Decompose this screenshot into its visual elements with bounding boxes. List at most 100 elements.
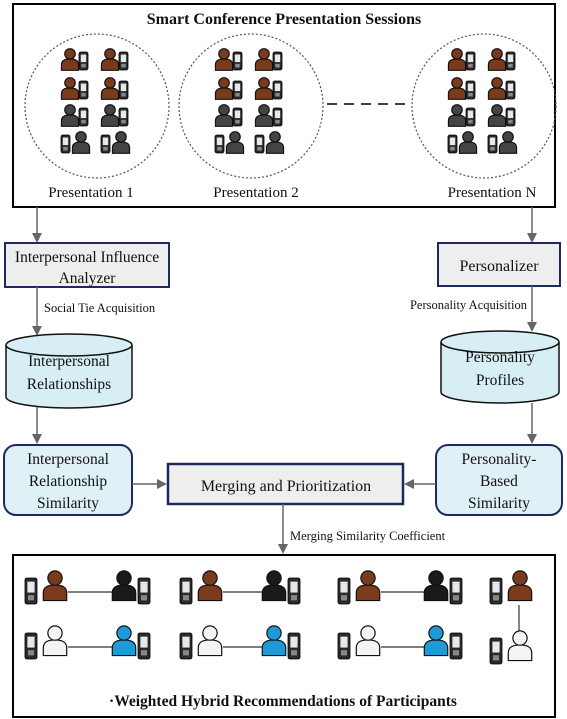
analyzer-label-line-1: Interpersonal Influence xyxy=(15,249,159,266)
person-icon xyxy=(355,625,381,657)
person-icon xyxy=(423,625,449,657)
mobile-device-icon xyxy=(137,632,151,660)
mobile-device-icon xyxy=(232,107,243,127)
mobile-device-icon xyxy=(137,577,151,605)
person-icon xyxy=(265,131,285,154)
mobile-device-icon xyxy=(24,577,38,605)
person-icon xyxy=(261,625,287,657)
person-icon xyxy=(447,77,467,100)
mobile-device-icon xyxy=(232,51,243,71)
person-icon xyxy=(487,77,507,100)
person-icon xyxy=(60,48,80,71)
person-icon xyxy=(487,104,507,127)
personalizer-box xyxy=(437,242,561,287)
mobile-device-icon xyxy=(449,632,463,660)
person-icon xyxy=(100,104,120,127)
recommendation-links xyxy=(68,591,520,648)
sessions-title: Smart Conference Presentation Sessions xyxy=(147,11,422,28)
profiles-store-line-1: Personality xyxy=(465,349,535,366)
person-icon xyxy=(111,570,137,602)
person-icon xyxy=(254,104,274,127)
analyzer-label-line-2: Analyzer xyxy=(59,270,117,287)
presentation-1-cluster xyxy=(24,33,170,179)
mobile-device-icon xyxy=(179,632,193,660)
person-icon xyxy=(111,625,137,657)
mobile-device-icon xyxy=(287,632,301,660)
personality-acquisition-label: Personality Acquisition xyxy=(410,298,528,312)
social-tie-acquisition-label: Social Tie Acquisition xyxy=(44,301,156,315)
mobile-device-icon xyxy=(118,51,129,71)
person-icon xyxy=(487,48,507,71)
person-icon xyxy=(111,131,131,154)
person-icon xyxy=(197,570,223,602)
person-icon xyxy=(214,77,234,100)
mobile-device-icon xyxy=(489,637,503,665)
person-icon xyxy=(254,48,274,71)
mobile-device-icon xyxy=(505,51,516,71)
mobile-device-icon xyxy=(337,577,351,605)
relationships-store-line-1: Interpersonal xyxy=(28,353,110,370)
mobile-device-icon xyxy=(118,107,129,127)
person-icon xyxy=(423,570,449,602)
person-icon xyxy=(507,630,533,662)
personality-similarity-line-2: Based xyxy=(480,473,518,490)
profiles-store-line-2: Profiles xyxy=(476,372,524,389)
relationship-similarity-line-2: Relationship xyxy=(29,473,108,490)
personalizer-label: Personalizer xyxy=(459,258,539,275)
mobile-device-icon xyxy=(24,632,38,660)
person-icon xyxy=(42,625,68,657)
personality-profiles-store xyxy=(440,330,560,404)
person-icon xyxy=(214,48,234,71)
mobile-device-icon xyxy=(489,577,503,605)
person-icon xyxy=(197,625,223,657)
presentation-2-label: Presentation 2 xyxy=(213,185,298,201)
person-icon xyxy=(60,104,80,127)
relationship-similarity-line-1: Interpersonal xyxy=(27,451,109,468)
mobile-device-icon xyxy=(179,577,193,605)
mobile-device-icon xyxy=(505,80,516,100)
mobile-device-icon xyxy=(465,107,476,127)
mobile-device-icon xyxy=(232,80,243,100)
merging-and-prioritization-box xyxy=(166,462,405,506)
mobile-device-icon xyxy=(78,80,89,100)
merging-similarity-coefficient-label: Merging Similarity Coefficient xyxy=(290,529,446,543)
sessions-frame xyxy=(12,3,556,208)
merging-label: Merging and Prioritization xyxy=(201,478,371,495)
person-icon xyxy=(225,131,245,154)
person-icon xyxy=(261,570,287,602)
mobile-device-icon xyxy=(118,80,129,100)
mobile-device-icon xyxy=(505,107,516,127)
mobile-device-icon xyxy=(449,577,463,605)
person-icon xyxy=(100,48,120,71)
person-icon xyxy=(507,570,533,602)
presentation-1-label: Presentation 1 xyxy=(48,185,133,201)
person-icon xyxy=(254,77,274,100)
personality-similarity-line-3: Similarity xyxy=(468,495,530,512)
person-icon xyxy=(100,77,120,100)
mobile-device-icon xyxy=(254,134,265,154)
personality-similarity-line-1: Personality- xyxy=(462,451,537,468)
presentation-1-participants xyxy=(60,48,131,154)
interpersonal-relationship-similarity-box xyxy=(3,444,133,516)
interpersonal-relationships-store xyxy=(5,333,133,409)
person-icon xyxy=(60,77,80,100)
person-icon xyxy=(42,570,68,602)
mobile-device-icon xyxy=(487,134,498,154)
presentation-2-participants xyxy=(214,48,285,154)
mobile-device-icon xyxy=(100,134,111,154)
recommended-participants xyxy=(24,570,533,665)
recommendations-frame xyxy=(12,554,556,718)
person-icon xyxy=(458,131,478,154)
relationship-similarity-line-3: Similarity xyxy=(37,495,99,512)
mobile-device-icon xyxy=(272,51,283,71)
mobile-device-icon xyxy=(447,134,458,154)
mobile-device-icon xyxy=(272,107,283,127)
presentation-2-cluster xyxy=(178,33,324,179)
interpersonal-influence-analyzer-box xyxy=(4,242,170,288)
person-icon xyxy=(71,131,91,154)
presentation-n-cluster xyxy=(411,33,557,179)
mobile-device-icon xyxy=(78,107,89,127)
mobile-device-icon xyxy=(272,80,283,100)
personality-based-similarity-box xyxy=(435,444,563,516)
